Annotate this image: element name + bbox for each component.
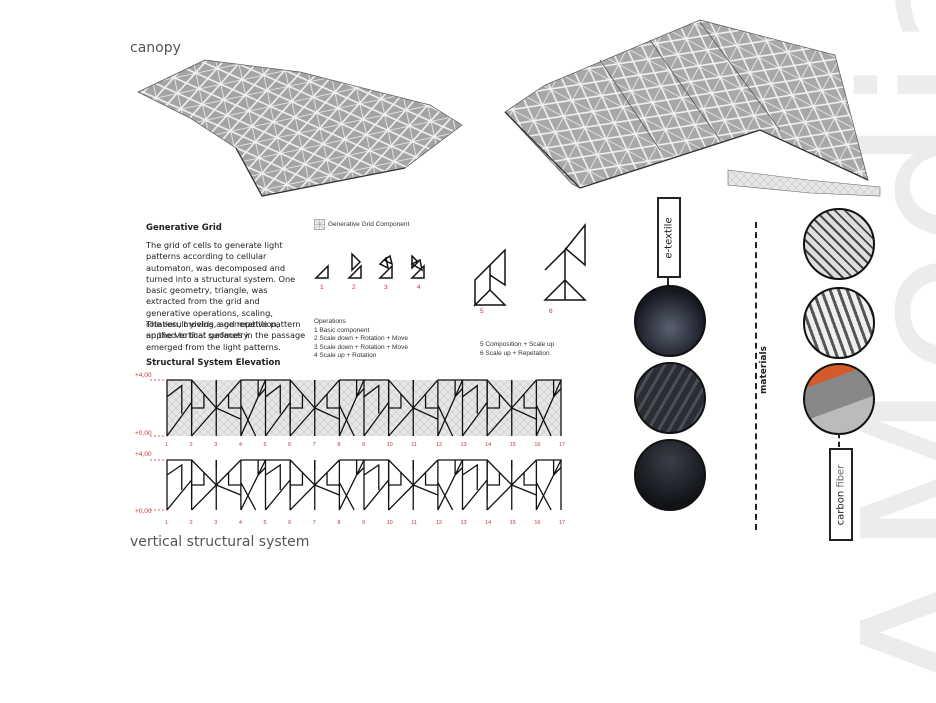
e-textile-label: e-textile xyxy=(664,217,675,258)
axis-label: 7 xyxy=(313,520,316,526)
axis-label: 3 xyxy=(214,520,217,526)
e-textile-photo-2 xyxy=(634,362,706,434)
carbon-fiber-photo-3 xyxy=(803,363,875,435)
fiber-word: fiber xyxy=(836,464,847,490)
axis-label: 1 xyxy=(165,520,168,526)
carbon-fiber-label: carbon fiber xyxy=(836,464,847,525)
e-textile-label-box: e-textile xyxy=(657,197,681,278)
axis-label: 10 xyxy=(387,520,393,526)
structural-bay xyxy=(192,460,217,510)
axis-label: 3 xyxy=(214,442,217,448)
structural-bay xyxy=(364,460,389,510)
structural-elevation-drawing xyxy=(0,0,936,562)
axis-label: 14 xyxy=(485,442,491,448)
e-textile-photo-1 xyxy=(634,285,706,357)
vertical-system-title: vertical structural system xyxy=(130,534,309,550)
axis-label: 4 xyxy=(239,442,242,448)
axis-label: 2 xyxy=(190,520,193,526)
axis-label: 9 xyxy=(362,442,365,448)
carbon-fiber-label-box: carbon fiber xyxy=(829,448,853,541)
structural-bay xyxy=(413,460,438,510)
axis-label: 11 xyxy=(411,520,417,526)
carbon-fiber-photo-1 xyxy=(803,208,875,280)
structural-bay xyxy=(487,460,512,510)
axis-label: 1 xyxy=(165,442,168,448)
axis-label: 7 xyxy=(313,442,316,448)
structural-bay xyxy=(389,460,414,510)
level-line xyxy=(150,460,167,510)
structural-bay xyxy=(438,460,463,510)
axis-label: 16 xyxy=(534,442,540,448)
axis-label: 5 xyxy=(264,442,267,448)
carbon-fiber-photo-2 xyxy=(803,287,875,359)
axis-label: 13 xyxy=(461,442,467,448)
level-line xyxy=(150,380,167,436)
axis-label: 2 xyxy=(190,442,193,448)
materials-label: materials xyxy=(759,346,769,394)
structural-bay xyxy=(339,460,364,510)
axis-label: 5 xyxy=(264,520,267,526)
axis-label: 16 xyxy=(534,520,540,526)
axis-label: 10 xyxy=(387,442,393,448)
axis-label: 9 xyxy=(362,520,365,526)
axis-label: 13 xyxy=(461,520,467,526)
structural-bay xyxy=(463,460,488,510)
axis-label: 6 xyxy=(288,442,291,448)
structural-bay xyxy=(536,460,561,510)
axis-label: 17 xyxy=(559,442,565,448)
axis-label: 11 xyxy=(411,442,417,448)
structural-bay xyxy=(290,460,315,510)
axis-label: 12 xyxy=(436,442,442,448)
axis-label: 15 xyxy=(510,520,516,526)
axis-label: 6 xyxy=(288,520,291,526)
axis-label: 8 xyxy=(337,520,340,526)
e-textile-photo-3 xyxy=(634,439,706,511)
axis-label: 15 xyxy=(510,442,516,448)
connector-line xyxy=(838,433,840,447)
axis-label: 8 xyxy=(337,442,340,448)
materials-divider xyxy=(755,222,757,530)
structural-bay xyxy=(241,460,266,510)
structural-bay xyxy=(216,460,241,510)
structural-bay xyxy=(167,460,192,510)
structural-bay xyxy=(315,460,340,510)
axis-label: 14 xyxy=(485,520,491,526)
axis-label: 12 xyxy=(436,520,442,526)
structural-bay xyxy=(266,460,291,510)
carbon-word: carbon xyxy=(836,490,847,525)
axis-label: 17 xyxy=(559,520,565,526)
axis-label: 4 xyxy=(239,520,242,526)
structural-bay xyxy=(512,460,537,510)
